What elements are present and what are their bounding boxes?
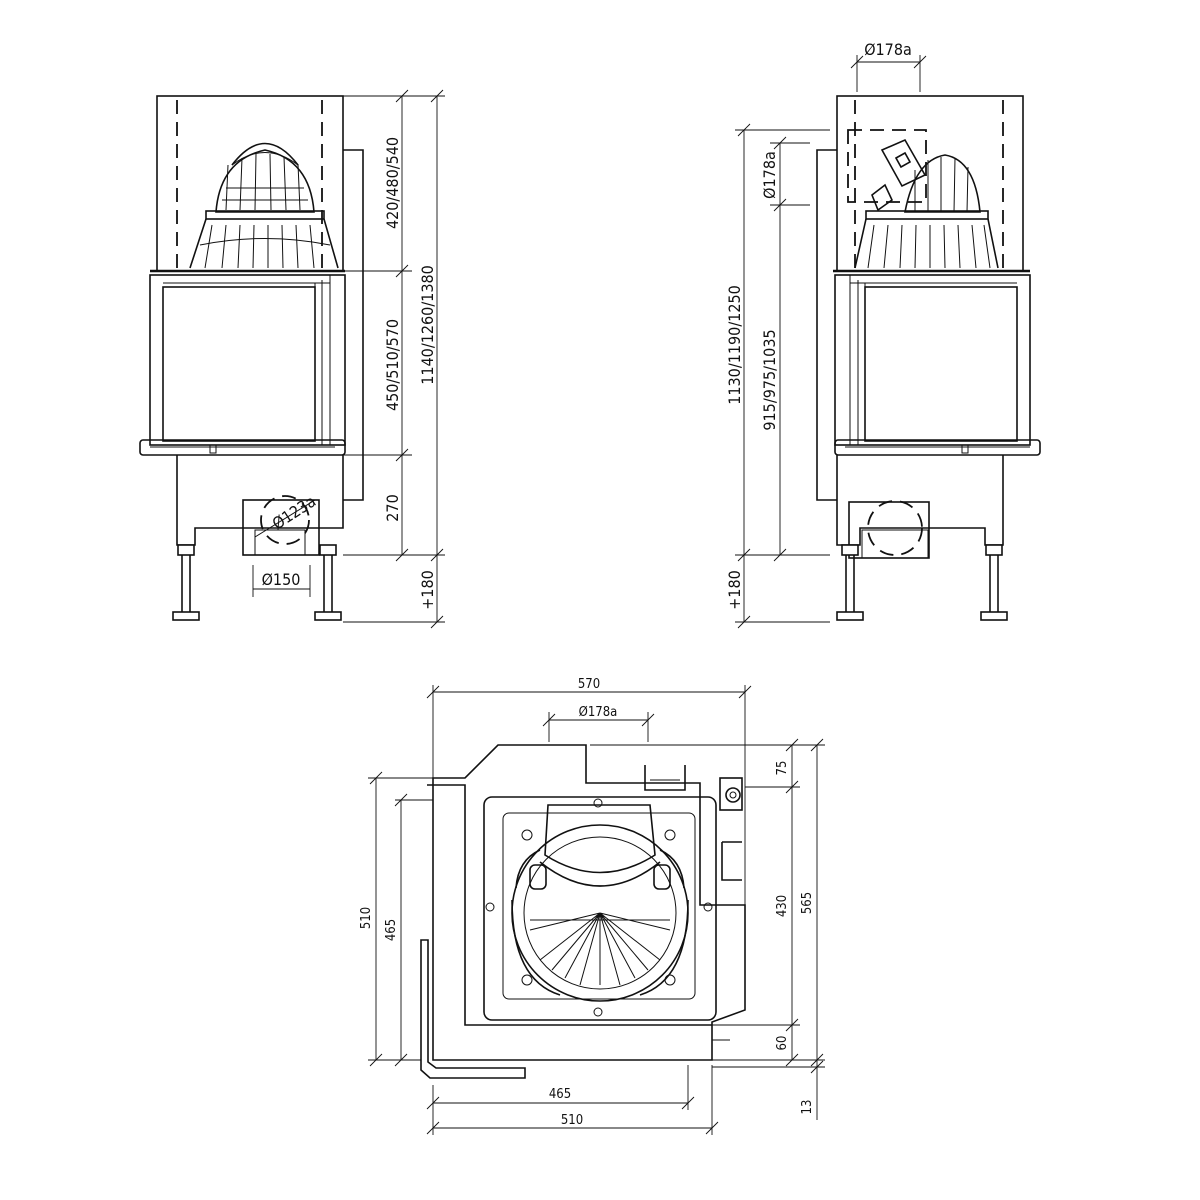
side-firebox-frame	[834, 274, 1031, 446]
side-dim-top-diameter: Ø178a	[864, 40, 912, 59]
front-outlet-circle	[260, 495, 310, 545]
front-firebox-frame	[149, 274, 346, 446]
front-lower-housing	[176, 455, 344, 546]
top-dim-left-510: 510	[359, 907, 374, 929]
front-dim-lower: 270	[383, 494, 402, 521]
top-dim-right-13: 13	[800, 1100, 815, 1115]
front-dim-upper: 420/480/540	[383, 137, 402, 229]
top-dim-collar-diameter: Ø178a	[579, 705, 618, 720]
side-glass	[864, 286, 1018, 442]
side-dim-overall: 1130/1190/1250	[725, 285, 744, 405]
front-upper-casing	[156, 95, 344, 272]
top-dim-right-565: 565	[800, 892, 815, 914]
front-dimensions	[252, 89, 445, 629]
front-casing-step	[343, 149, 364, 501]
front-dim-overall: 1140/1260/1380	[418, 265, 437, 385]
top-view: 570 Ø178a 75 430 565 60 13 510 465 465 5…	[359, 677, 825, 1135]
top-dim-right-60: 60	[775, 1036, 790, 1051]
front-glass	[162, 286, 316, 442]
top-dim-right-75: 75	[775, 761, 790, 776]
top-dim-right-430: 430	[775, 895, 790, 917]
top-flue-bracket	[644, 765, 686, 791]
top-outer-body	[432, 744, 746, 1061]
top-dim-left-465: 465	[384, 919, 399, 941]
top-dim-bottom-465: 465	[549, 1087, 571, 1102]
side-dim-legs: +180	[725, 570, 744, 610]
top-burner	[511, 804, 689, 1002]
top-frame-profile	[420, 939, 526, 1079]
front-dim-legs: +180	[418, 570, 437, 610]
front-view: 420/480/540 450/510/570 270 1140/1260/13…	[139, 89, 445, 629]
front-legs	[172, 544, 342, 621]
side-legs	[836, 544, 1008, 621]
side-view: Ø178a Ø178a 1130/1190/1250 915/975/1035 …	[725, 40, 1041, 629]
side-base-plate	[834, 439, 1041, 456]
front-dim-bottom-diameter: Ø150	[262, 570, 301, 589]
front-dome	[189, 142, 339, 269]
top-dimensions	[368, 685, 825, 1135]
front-base-plate	[139, 439, 346, 456]
front-dim-middle: 450/510/570	[383, 319, 402, 411]
side-dim-flue-diameter: Ø178a	[760, 151, 779, 199]
top-dim-bottom-510: 510	[561, 1113, 583, 1128]
top-dim-width: 570	[578, 677, 600, 692]
side-dome	[847, 129, 999, 269]
side-dim-inner: 915/975/1035	[760, 329, 779, 430]
top-firebox	[483, 796, 717, 1021]
top-valve-housing	[719, 777, 743, 811]
side-casing-step	[816, 149, 837, 501]
side-outlet-circle	[867, 500, 923, 556]
side-dimensions	[735, 55, 927, 629]
top-glass-edge	[427, 784, 712, 1026]
